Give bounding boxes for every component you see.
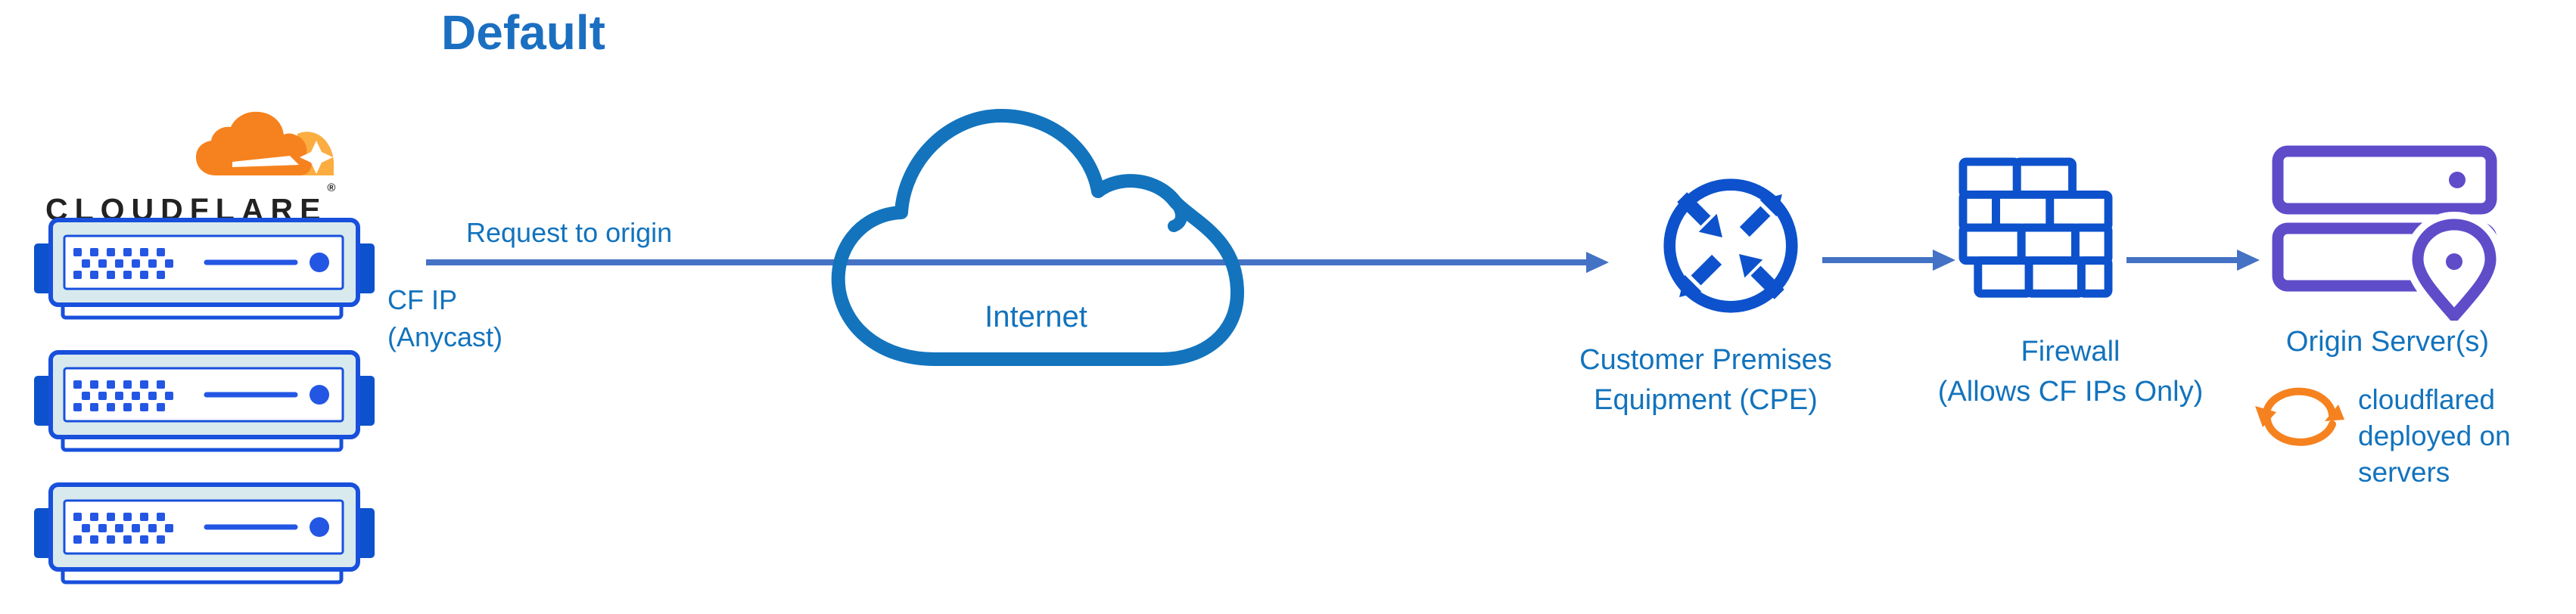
cloudflare-server-icon-2 <box>34 350 375 452</box>
request-to-origin-label: Request to origin <box>466 217 673 248</box>
server-stack <box>34 218 375 324</box>
cf-ip-line2: (Anycast) <box>387 321 503 352</box>
internet-cloud: Internet <box>820 105 1252 380</box>
firewall-to-origin-arrowhead-icon <box>2237 250 2260 271</box>
cloudflared-label: cloudflared deployed on servers <box>2358 382 2511 491</box>
cpe-label-line2: Equipment (CPE) <box>1594 384 1818 416</box>
origin-servers-icon <box>2272 145 2497 321</box>
registered-mark: ® <box>327 181 336 194</box>
cloudflared-label-line1: cloudflared <box>2358 384 2496 415</box>
cloudflare-server-icon-3 <box>34 482 375 585</box>
firewall-icon <box>1957 156 2114 303</box>
cf-ip-line1: CF IP <box>387 284 458 315</box>
cloudflared-label-line2: deployed on <box>2358 420 2511 451</box>
cpe-icon <box>1654 169 1807 322</box>
firewall-label: Firewall (Allows CF IPs Only) <box>1898 332 2243 412</box>
cpe-label-line1: Customer Premises <box>1579 344 1832 376</box>
internet-label: Internet <box>985 300 1087 333</box>
cpe-to-firewall-arrowhead-icon <box>1933 250 1955 271</box>
cloudflare-server-icon-1 <box>34 218 375 320</box>
sync-arrows-icon <box>2255 380 2346 452</box>
firewall-to-origin-arrow-line <box>2126 257 2238 263</box>
cloudflare-logo-icon <box>193 109 337 181</box>
server-stack-3 <box>34 482 375 588</box>
cpe-to-firewall-arrow-line <box>1822 257 1934 263</box>
cf-ip-label: CF IP (Anycast) <box>387 281 502 355</box>
cloudflared-label-line3: servers <box>2358 457 2450 488</box>
server-stack-2 <box>34 350 375 456</box>
origin-label: Origin Server(s) <box>2285 326 2490 358</box>
internet-cloud-icon <box>831 109 1244 366</box>
page-title: Default <box>441 5 605 60</box>
cpe-label: Customer Premises Equipment (CPE) <box>1527 340 1884 420</box>
firewall-label-line1: Firewall <box>2021 336 2120 367</box>
main-arrow-line <box>426 259 1588 265</box>
firewall-label-line2: (Allows CF IPs Only) <box>1937 376 2204 408</box>
main-arrowhead-icon <box>1586 252 1609 273</box>
